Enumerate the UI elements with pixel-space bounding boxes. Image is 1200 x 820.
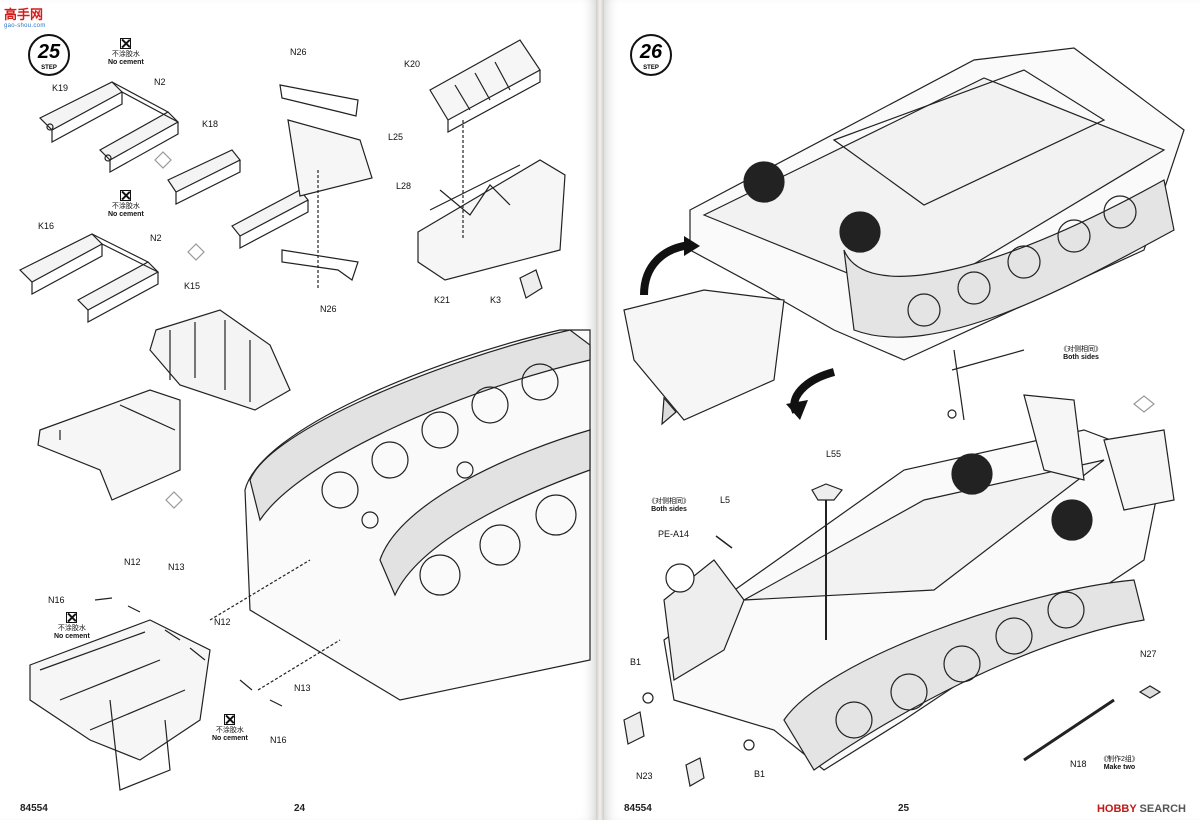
- left-page: 高手网 gao-shou.com 25 STEP: [0, 0, 597, 820]
- part-label: N26: [320, 304, 337, 314]
- no-cement-note: 不涂胶水 No cement: [212, 714, 248, 743]
- part-label: K18: [202, 119, 219, 129]
- part-label: N23: [636, 771, 653, 781]
- part-label: B1: [630, 657, 642, 667]
- step-badge: 25 STEP: [28, 34, 70, 76]
- site-logo-text: 高手网: [4, 7, 44, 22]
- no-cement-note: 不涂胶水 No cement: [54, 612, 90, 641]
- no-cement-icon: [224, 714, 236, 725]
- part-label: K16: [38, 221, 55, 231]
- part-label: N16: [270, 735, 287, 745]
- step-badge: 26 STEP: [630, 34, 672, 76]
- k16-k15-frame: [18, 233, 159, 324]
- both-sides-note: 《对侧相同》 Both sides: [648, 498, 690, 514]
- part-label: B1: [754, 769, 766, 779]
- step-number: 26: [639, 41, 663, 63]
- part-label: N13: [294, 683, 311, 693]
- page-number: 24: [294, 803, 306, 814]
- lower-hull-view: [663, 394, 1175, 771]
- site-logo-subtitle: gao-shou.com: [4, 23, 46, 29]
- part-label: L55: [826, 449, 842, 459]
- watermark-brand: HOBBY: [1096, 803, 1137, 815]
- kit-number: 84554: [20, 803, 48, 814]
- kit-number: 84554: [624, 803, 652, 814]
- part-label: K21: [434, 295, 451, 305]
- no-cement-icon: [120, 190, 132, 201]
- step-26-illustration: [623, 47, 1185, 787]
- part-label: N12: [124, 557, 141, 567]
- part-label: N18: [1070, 759, 1087, 769]
- part-label: N12: [214, 617, 231, 627]
- step-number: 25: [37, 41, 61, 63]
- part-label: N2: [150, 233, 162, 243]
- right-page: 26 STEP: [604, 0, 1200, 820]
- k20-k21-shield: [417, 39, 566, 299]
- part-label: K15: [184, 281, 201, 291]
- k19-k18-frame: [38, 81, 179, 174]
- part-label: L25: [388, 132, 404, 142]
- no-cement-note: 不涂胶水 No cement: [108, 190, 144, 219]
- upper-hull-view: [623, 47, 1185, 426]
- step-word: STEP: [41, 65, 57, 71]
- part-label: L5: [720, 495, 731, 505]
- rear-fender-assembly: [37, 309, 291, 501]
- part-label: N16: [48, 595, 65, 605]
- part-label: N26: [290, 47, 307, 57]
- part-label: L28: [396, 181, 412, 191]
- part-label: K20: [404, 59, 421, 69]
- rear-plate-assembly: [29, 597, 283, 791]
- no-cement-icon: [120, 38, 132, 49]
- part-label: N27: [1140, 649, 1157, 659]
- make-two-note: 《制作2组》 Make two: [1100, 756, 1139, 772]
- watermark-rest: SEARCH: [1136, 803, 1186, 815]
- book-gutter: [596, 0, 604, 820]
- watermark: HOBBY SEARCH: [1097, 803, 1186, 815]
- part-label: N2: [154, 77, 166, 87]
- part-label: K3: [490, 295, 502, 305]
- site-logo: 高手网 gao-shou.com: [4, 4, 46, 29]
- page-number: 25: [898, 803, 910, 814]
- step-word: STEP: [643, 65, 659, 71]
- no-cement-note: 不涂胶水 No cement: [108, 38, 144, 67]
- step-25-illustration: [18, 39, 591, 791]
- both-sides-note: 《对侧相同》 Both sides: [1060, 346, 1102, 362]
- part-label: N13: [168, 562, 185, 572]
- no-cement-icon: [66, 612, 78, 623]
- part-label: K19: [52, 83, 69, 93]
- part-label: PE-A14: [658, 529, 690, 539]
- track-hull-assembly: [244, 329, 591, 701]
